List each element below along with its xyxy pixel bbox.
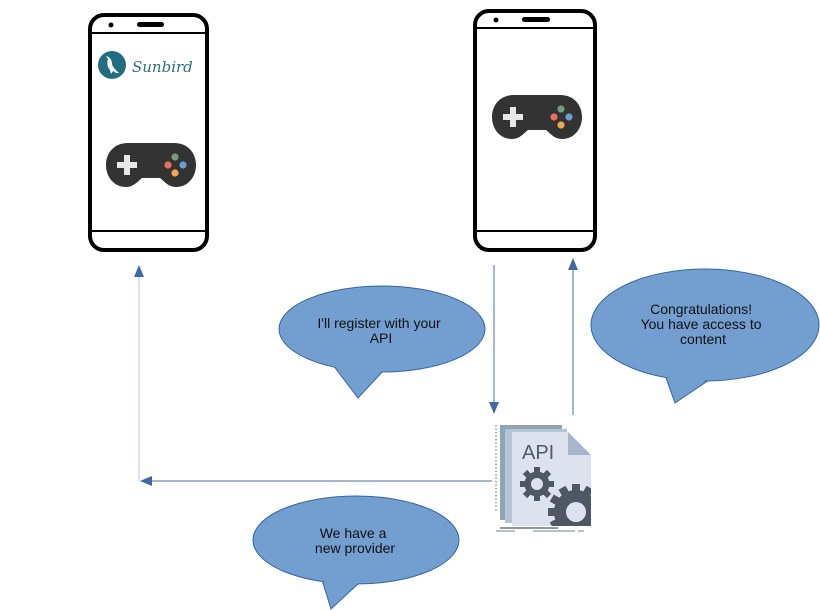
left-phone-speaker-icon	[137, 22, 164, 27]
right-phone-gamepad-icon	[492, 95, 582, 139]
arrow-api-to-sunbird-left-head-icon	[140, 476, 152, 486]
sunbird-bird-silhouette-icon	[106, 56, 119, 74]
speech-bubble-access-text: Congratulations! You have access to cont…	[641, 301, 766, 347]
speech-bubble-provider: We have a new provider	[252, 495, 460, 610]
arrow-api-to-phone-head-icon	[568, 258, 578, 270]
left-phone: Sunbird	[88, 13, 209, 252]
speech-bubble-access-body	[590, 268, 820, 382]
connector-arrows	[134, 258, 578, 486]
sunbird-logo: Sunbird	[98, 51, 193, 79]
api-page-fold	[568, 432, 591, 455]
left-phone-camera-icon	[108, 22, 114, 28]
right-phone	[473, 9, 597, 252]
api-document-icon: API	[495, 425, 591, 532]
speech-bubble-register-body	[278, 285, 486, 373]
right-phone-speaker-icon	[522, 17, 550, 22]
api-small-gear-icon	[520, 467, 554, 501]
speech-bubble-provider-text: We have a new provider	[315, 525, 395, 556]
right-phone-camera-icon	[493, 17, 499, 23]
speech-bubble-register-text: I'll register with your API	[317, 315, 444, 346]
api-label: API	[522, 442, 554, 464]
left-phone-frame	[88, 13, 209, 252]
speech-bubble-register: I'll register with your API	[278, 285, 486, 399]
arrow-api-to-sunbird-up-head-icon	[134, 265, 144, 277]
right-phone-frame	[473, 9, 597, 252]
arrow-phone-to-api-head-icon	[489, 402, 499, 414]
speech-bubble-access: Congratulations! You have access to cont…	[590, 268, 820, 404]
api-large-gear-icon	[548, 484, 591, 526]
left-phone-gamepad-icon	[106, 143, 196, 187]
sunbird-brand-name: Sunbird	[132, 58, 193, 76]
